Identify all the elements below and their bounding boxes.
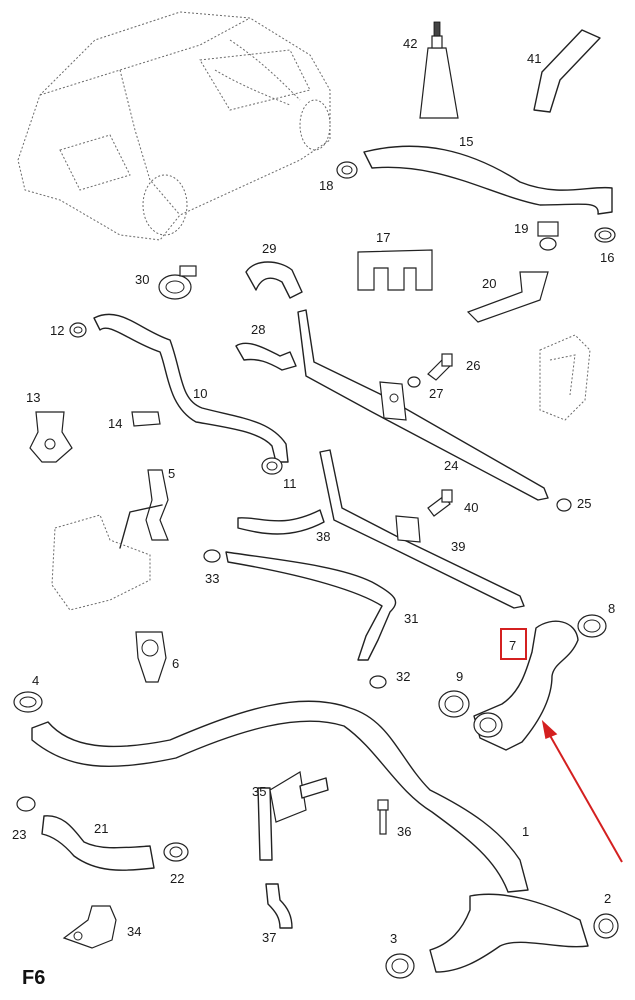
part-37-hose[interactable] xyxy=(265,883,293,929)
part-5-bracket[interactable] xyxy=(119,469,169,549)
part-13-clip[interactable] xyxy=(29,411,73,463)
part-18-clamp[interactable] xyxy=(336,161,358,179)
part-7-hose[interactable] xyxy=(473,620,579,751)
part-32-clamp[interactable] xyxy=(369,675,387,689)
part-35-pipe[interactable] xyxy=(257,771,329,861)
part-40-bolt[interactable] xyxy=(427,489,453,517)
label-41: 41 xyxy=(527,51,541,66)
label-7: 7 xyxy=(509,638,516,653)
part-24-pipe[interactable] xyxy=(297,309,549,501)
part-1-hose[interactable] xyxy=(31,700,589,973)
part-28-hose[interactable] xyxy=(235,342,297,371)
part-14-clip[interactable] xyxy=(131,411,161,427)
part-26-bolt[interactable] xyxy=(427,353,453,381)
label-1: 1 xyxy=(522,824,529,839)
label-38: 38 xyxy=(316,529,330,544)
label-24: 24 xyxy=(444,458,458,473)
part-3-clamp[interactable] xyxy=(385,953,415,979)
label-5: 5 xyxy=(168,466,175,481)
label-4: 4 xyxy=(32,673,39,688)
label-17: 17 xyxy=(376,230,390,245)
part-22-clamp[interactable] xyxy=(163,842,189,862)
part-42-sealant-tube[interactable] xyxy=(419,21,459,119)
highlight-box xyxy=(500,628,527,660)
label-31: 31 xyxy=(404,611,418,626)
part-29-hose[interactable] xyxy=(245,261,303,299)
part-15-hose[interactable] xyxy=(363,145,613,215)
part-30-clamp[interactable] xyxy=(158,265,197,300)
label-6: 6 xyxy=(172,656,179,671)
label-13: 13 xyxy=(26,390,40,405)
label-35: 35 xyxy=(252,784,266,799)
part-2-clamp[interactable] xyxy=(593,913,619,939)
engine-outline-right xyxy=(539,334,591,421)
part-20-bracket[interactable] xyxy=(466,271,549,323)
part-16-clamp[interactable] xyxy=(594,227,616,243)
part-27-washer[interactable] xyxy=(407,376,421,388)
label-40: 40 xyxy=(464,500,478,515)
label-10: 10 xyxy=(193,386,207,401)
label-18: 18 xyxy=(319,178,333,193)
part-33-clamp[interactable] xyxy=(203,549,221,563)
label-9: 9 xyxy=(456,669,463,684)
part-36-bolt[interactable] xyxy=(377,799,389,835)
label-33: 33 xyxy=(205,571,219,586)
label-42: 42 xyxy=(403,36,417,51)
label-20: 20 xyxy=(482,276,496,291)
part-10-hose[interactable] xyxy=(93,313,289,463)
label-16: 16 xyxy=(600,250,614,265)
highlight-arrow xyxy=(541,719,623,863)
part-25-o-ring[interactable] xyxy=(556,498,572,512)
label-22: 22 xyxy=(170,871,184,886)
part-17-bracket[interactable] xyxy=(357,249,433,291)
label-26: 26 xyxy=(466,358,480,373)
label-36: 36 xyxy=(397,824,411,839)
label-34: 34 xyxy=(127,924,141,939)
label-21: 21 xyxy=(94,821,108,836)
part-4-clamp[interactable] xyxy=(13,691,43,713)
car-illustration xyxy=(17,11,331,241)
label-11: 11 xyxy=(283,476,297,491)
part-41-hose[interactable] xyxy=(533,29,601,113)
label-2: 2 xyxy=(604,891,611,906)
label-32: 32 xyxy=(396,669,410,684)
part-21-hose[interactable] xyxy=(41,815,155,871)
label-39: 39 xyxy=(451,539,465,554)
label-23: 23 xyxy=(12,827,26,842)
part-38-hose[interactable] xyxy=(237,509,325,535)
part-9-clamp[interactable] xyxy=(438,690,470,718)
part-39-pipe[interactable] xyxy=(319,449,525,609)
label-12: 12 xyxy=(50,323,64,338)
label-14: 14 xyxy=(108,416,122,431)
label-29: 29 xyxy=(262,241,276,256)
part-labels: 42 41 15 18 19 16 17 29 30 20 12 28 26 2… xyxy=(12,36,615,946)
label-8: 8 xyxy=(608,601,615,616)
label-25: 25 xyxy=(577,496,591,511)
label-28: 28 xyxy=(251,322,265,337)
figure-label: F6 xyxy=(22,967,45,989)
part-11-clamp[interactable] xyxy=(261,457,283,475)
part-12-clamp[interactable] xyxy=(69,322,87,338)
label-15: 15 xyxy=(459,134,473,149)
engine-outline-left xyxy=(51,514,151,611)
label-3: 3 xyxy=(390,931,397,946)
label-37: 37 xyxy=(262,930,276,945)
part-6-clip[interactable] xyxy=(135,631,167,683)
part-23-clamp[interactable] xyxy=(16,796,36,812)
label-19: 19 xyxy=(514,221,528,236)
part-31-hose[interactable] xyxy=(225,551,397,661)
part-19-clip[interactable] xyxy=(537,221,559,251)
part-34-bracket[interactable] xyxy=(62,905,117,949)
label-27: 27 xyxy=(429,386,443,401)
label-30: 30 xyxy=(135,272,149,287)
part-8-clamp[interactable] xyxy=(577,614,607,638)
